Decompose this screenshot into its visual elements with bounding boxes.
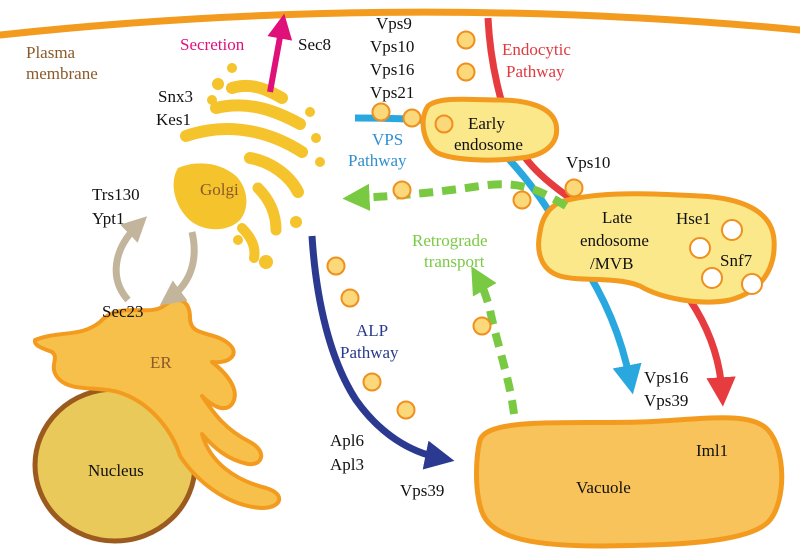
vacuole [474, 415, 785, 549]
vesicle [340, 288, 360, 308]
vesicle [512, 190, 532, 210]
endoplasmic-reticulum [32, 297, 281, 510]
vesicle [371, 102, 391, 122]
plasma-membrane [0, 8, 800, 39]
vps-pathway-label: VPS [372, 130, 403, 149]
apl6-label: Apl6 [330, 431, 364, 450]
er-label: ER [150, 353, 172, 372]
vps16-top-label: Vps16 [370, 60, 414, 79]
late-endosome-label: /MVB [590, 254, 633, 273]
transport-vesicles [326, 30, 584, 420]
apl3-label: Apl3 [330, 455, 364, 474]
late-endosome-label: endosome [580, 231, 649, 250]
early-endosome-label: endosome [454, 135, 523, 154]
golgi-to-er-arrow [159, 231, 198, 306]
iml1-label: Iml1 [696, 441, 728, 460]
sec23-label: Sec23 [102, 302, 144, 321]
golgi-apparatus [173, 63, 325, 269]
vps16-bottom-label: Vps16 [644, 368, 688, 387]
early-endosome [420, 96, 560, 163]
retrograde-transport-label: transport [424, 252, 485, 271]
alp-pathway-label: Pathway [340, 343, 399, 362]
vesicle [362, 372, 382, 392]
hse1-label: Hse1 [676, 209, 711, 228]
vacuole-label: Vacuole [576, 478, 631, 497]
snx3-label: Snx3 [158, 87, 193, 106]
vps21-label: Vps21 [370, 83, 414, 102]
early-endosome-label: Early [468, 114, 505, 133]
vps10-mid-label: Vps10 [566, 153, 610, 172]
endocytic-pathway-label: Pathway [506, 62, 565, 81]
er-to-golgi-arrow [112, 216, 148, 303]
vps9-label: Vps9 [376, 14, 412, 33]
vesicle [326, 256, 346, 276]
nucleus-label: Nucleus [88, 461, 144, 480]
kes1-label: Kes1 [156, 110, 191, 129]
plasma-membrane-label: Plasma [26, 43, 76, 62]
vesicle [392, 180, 412, 200]
alp-pathway-arrow [308, 235, 455, 470]
vps10-top-label: Vps10 [370, 37, 414, 56]
late-endosome-label: Late [602, 208, 632, 227]
vesicle [396, 400, 416, 420]
intraluminal-vesicle [741, 273, 763, 295]
vesicle [564, 178, 584, 198]
late-endosome-mvb [536, 191, 777, 305]
vps39-bottom-label: Vps39 [400, 481, 444, 500]
vesicle [456, 30, 476, 50]
sec8-label: Sec8 [298, 35, 331, 54]
intraluminal-vesicle [701, 267, 723, 289]
secretion-arrow [267, 13, 293, 93]
snf7-label: Snf7 [720, 251, 753, 270]
plasma-membrane-label: membrane [26, 64, 98, 83]
intraluminal-vesicle [721, 219, 743, 241]
trs130-label: Trs130 [92, 185, 140, 204]
vps39-right-label: Vps39 [644, 391, 688, 410]
alp-pathway-label: ALP [356, 321, 388, 340]
ypt1-label: Ypt1 [92, 209, 124, 228]
vesicle [402, 108, 422, 128]
intraluminal-vesicle [689, 237, 711, 259]
golgi-label: Golgi [200, 180, 239, 199]
vesicle [434, 114, 454, 134]
retrograde-arrow-lower [471, 266, 518, 415]
vps-pathway-label: Pathway [348, 151, 407, 170]
vesicle [456, 62, 476, 82]
endocytic-pathway-label: Endocytic [502, 40, 571, 59]
secretion-label: Secretion [180, 35, 245, 54]
retrograde-transport-label: Retrograde [412, 231, 488, 250]
vesicle [472, 316, 492, 336]
retrograde-arrow-upper [342, 180, 569, 211]
